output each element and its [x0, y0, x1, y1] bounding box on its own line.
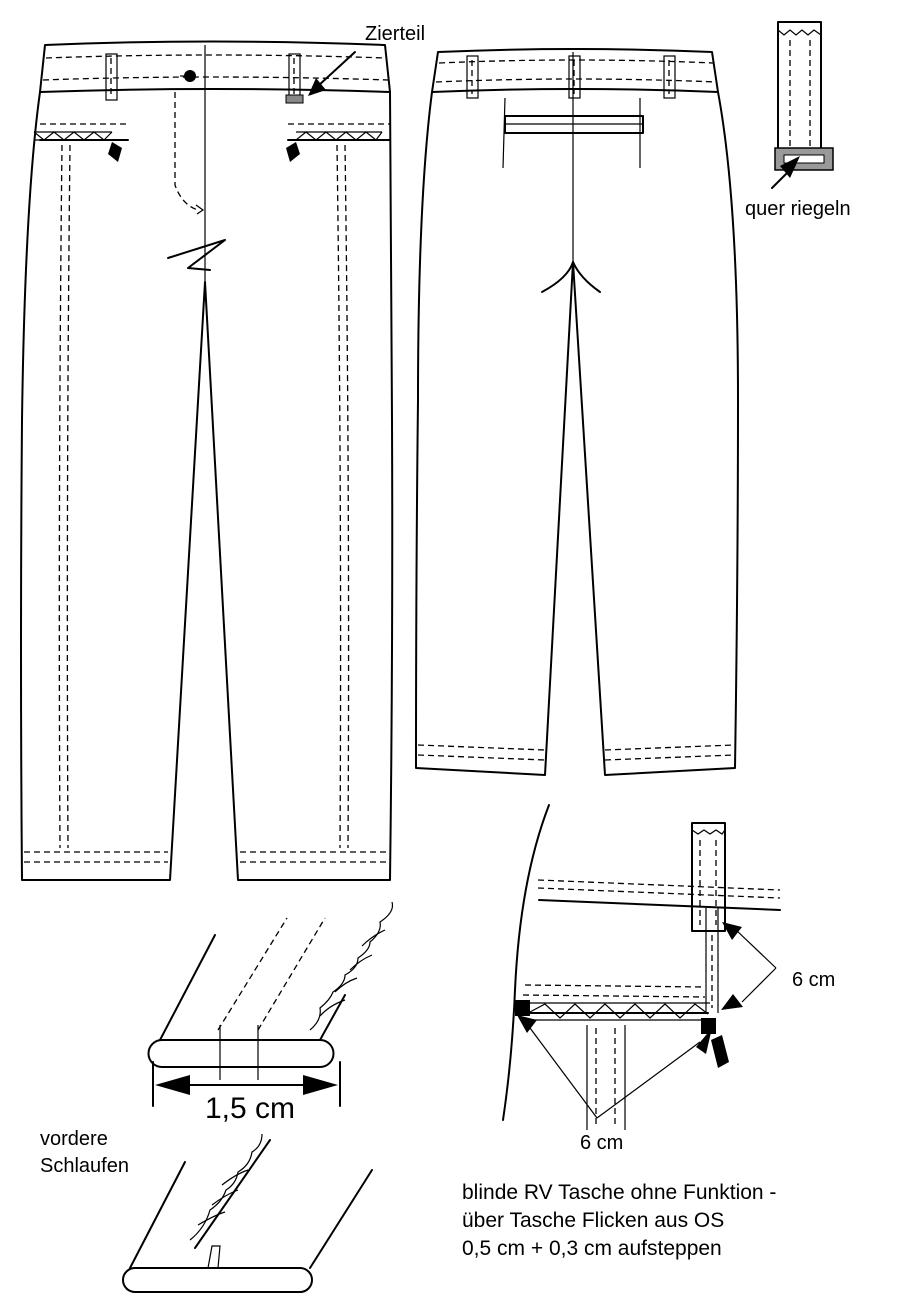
arrow-icon [696, 1028, 712, 1054]
arrow-icon [722, 922, 742, 940]
pocket-note-line3: 0,5 cm + 0,3 cm aufsteppen [462, 1237, 722, 1260]
zierteil-label: Zierteil [365, 23, 426, 45]
distance-label-bottom: 6 cm [580, 1132, 624, 1154]
arrow-icon [517, 1015, 537, 1033]
bartack-icon [108, 142, 122, 162]
distance-label-right: 6 cm [792, 969, 836, 991]
bartack-icon [286, 142, 300, 162]
front-loops-detail [122, 1133, 373, 1293]
quer-riegeln-label: quer riegeln [745, 198, 851, 220]
pocket-detail [502, 804, 781, 1130]
bartack-icon [701, 1018, 716, 1034]
arrow-icon [780, 156, 800, 178]
pocket-note-line2: über Tasche Flicken aus OS [462, 1209, 725, 1232]
belt-loop-detail [771, 21, 834, 189]
button-icon [184, 70, 196, 82]
fold-width-detail [147, 901, 394, 1107]
front-loops-label-line1: vordere [40, 1128, 108, 1150]
arrow-icon [308, 78, 326, 96]
arrow-icon [721, 994, 743, 1010]
front-loops-label-line2: Schlaufen [40, 1155, 129, 1177]
bartack-icon [515, 1000, 530, 1016]
front-view-trousers [20, 40, 394, 881]
back-view-trousers [415, 48, 739, 776]
fold-width-label: 1,5 cm [205, 1092, 296, 1125]
pocket-note-line1: blinde RV Tasche ohne Funktion - [462, 1181, 777, 1204]
